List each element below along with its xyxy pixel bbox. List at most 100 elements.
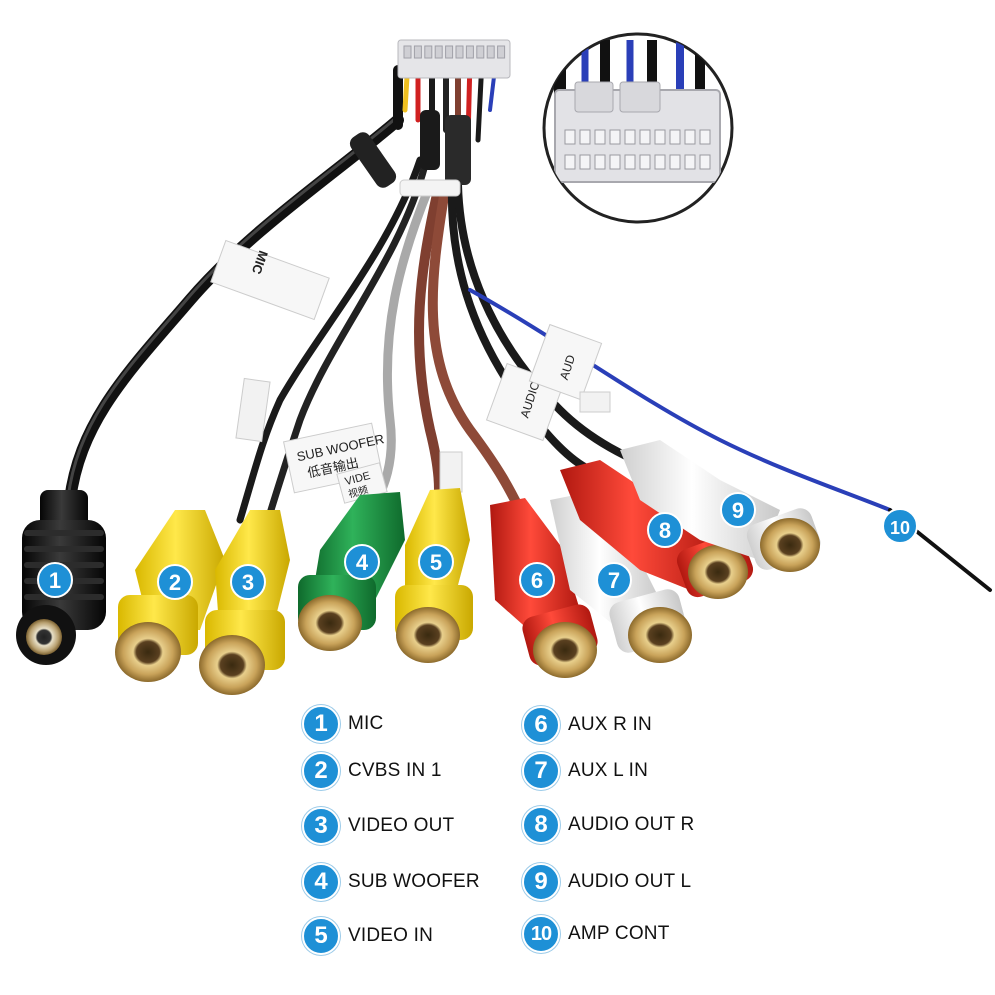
legend-item-10: 10 AMP CONT <box>522 914 670 954</box>
callout-badge-circle <box>519 562 555 598</box>
number-badge-10: 10 <box>522 915 560 953</box>
grip-ridge <box>24 594 104 600</box>
inset-pin-hole <box>669 129 681 145</box>
legend-label-aux-r-in: AUX R IN <box>568 714 652 735</box>
callout-badge-number: 3 <box>242 570 254 595</box>
callout-badge-9: 9 <box>720 492 756 528</box>
callout-badge-circle <box>418 544 454 580</box>
connector-pin <box>465 45 474 59</box>
inset-pin-hole <box>594 129 606 145</box>
connector-pin <box>486 45 495 59</box>
number-badge-7: 7 <box>522 752 560 790</box>
callout-badge-8: 8 <box>647 512 683 548</box>
connector-pin <box>424 45 433 59</box>
harness-connector <box>397 39 511 79</box>
callout-badge-circle <box>37 562 73 598</box>
legend-label-mic: MIC <box>348 713 384 734</box>
callout-badge-circle <box>882 508 918 544</box>
inset-pin-hole <box>564 129 576 145</box>
legend-item-7: 7 AUX L IN <box>522 751 648 791</box>
grip-ridge <box>24 546 104 552</box>
number-badge-1: 1 <box>302 705 340 743</box>
number-badge-6: 6 <box>522 706 560 744</box>
grip-ridge <box>24 530 104 536</box>
callout-badge-number: 8 <box>659 518 671 543</box>
audio-out-l-jack <box>620 440 821 572</box>
callout-badge-number: 4 <box>356 550 369 575</box>
inset-pin-hole <box>609 129 621 145</box>
callout-badge-1: 1 <box>37 562 73 598</box>
callout-badge-3: 3 <box>230 564 266 600</box>
inset-pin-hole <box>639 154 651 170</box>
callout-badge-7: 7 <box>596 562 632 598</box>
legend-item-4: 4 SUB WOOFER <box>302 862 480 902</box>
legend-item-5: 5 VIDEO IN <box>302 916 433 956</box>
callout-badge-5: 5 <box>418 544 454 580</box>
aux-l-in-jack <box>550 492 692 663</box>
inset-pin-hole <box>684 129 696 145</box>
callout-badge-10: 10 <box>882 508 918 544</box>
number-badge-4: 4 <box>302 863 340 901</box>
aud-tag: AUD <box>528 323 603 401</box>
rca-connectors <box>16 440 821 695</box>
connector-pin <box>445 45 454 59</box>
legend-item-9: 9 AUDIO OUT L <box>522 862 691 902</box>
number-badge-5: 5 <box>302 917 340 955</box>
number-badge-2: 2 <box>302 752 340 790</box>
callout-badge-circle <box>596 562 632 598</box>
connector-pin <box>403 45 412 59</box>
callout-badge-number: 10 <box>890 518 910 538</box>
legend-label-cvbs-in-1: CVBS IN 1 <box>348 760 442 781</box>
number-badge-3: 3 <box>302 807 340 845</box>
number-badge-9: 9 <box>522 863 560 901</box>
video-tag: VIDE 视频 <box>336 462 388 504</box>
legend-label-amp-cont: AMP CONT <box>568 923 670 944</box>
inset-pin-hole <box>654 154 666 170</box>
callout-badge-4: 4 <box>344 544 380 580</box>
legend-item-6: 6 AUX R IN <box>522 705 652 745</box>
callout-badge-6: 6 <box>519 562 555 598</box>
legend-item-3: 3 VIDEO OUT <box>302 806 454 846</box>
number-badge-8: 8 <box>522 806 560 844</box>
legend-item-8: 8 AUDIO OUT R <box>522 805 694 845</box>
wire-tags: MIC SUB WOOFER 低音输出 VIDE 视频 AUDIO AUD <box>210 239 611 504</box>
mic-tag: MIC <box>210 239 330 321</box>
inset-pin-hole <box>624 154 636 170</box>
legend-label-sub-woofer: SUB WOOFER <box>348 871 480 892</box>
connector-pin <box>455 45 464 59</box>
inset-pin-hole <box>699 129 711 145</box>
cable-harness-photo: MIC SUB WOOFER 低音输出 VIDE 视频 AUDIO AUD <box>16 32 992 695</box>
callout-badge-circle <box>157 564 193 600</box>
legend-label-video-in: VIDEO IN <box>348 925 434 946</box>
callout-badge-circle <box>647 512 683 548</box>
legend-label-audio-out-r: AUDIO OUT R <box>568 814 695 835</box>
callout-badge-number: 6 <box>531 568 543 593</box>
connector-inset <box>542 32 734 224</box>
connector-pin <box>413 45 422 59</box>
inset-pin-hole <box>579 154 591 170</box>
inset-pin-hole <box>699 154 711 170</box>
inset-pin-hole <box>609 154 621 170</box>
connector-pin <box>497 45 506 59</box>
connector-pin <box>434 45 443 59</box>
inset-pin-hole <box>654 129 666 145</box>
callout-badge-circle <box>720 492 756 528</box>
callout-badge-number: 2 <box>169 570 181 595</box>
legend-label-aux-l-in: AUX L IN <box>568 760 649 781</box>
legend-item-1: 1 MIC <box>302 704 383 744</box>
callout-badge-number: 1 <box>49 568 61 593</box>
callout-badge-number: 5 <box>430 550 442 575</box>
inset-pin-hole <box>639 129 651 145</box>
inset-pin-hole <box>624 129 636 145</box>
legend-label-video-out: VIDEO OUT <box>348 815 455 836</box>
inset-pin-hole <box>684 154 696 170</box>
callout-badge-2: 2 <box>157 564 193 600</box>
legend-item-2: 2 CVBS IN 1 <box>302 751 442 791</box>
legend-label-audio-out-l: AUDIO OUT L <box>568 871 692 892</box>
heat-shrink-sleeves <box>349 110 471 197</box>
inset-pin-hole <box>579 129 591 145</box>
inset-pin-hole <box>564 154 576 170</box>
inset-pin-hole <box>669 154 681 170</box>
callout-badge-number: 7 <box>608 568 620 593</box>
callout-badge-circle <box>344 544 380 580</box>
